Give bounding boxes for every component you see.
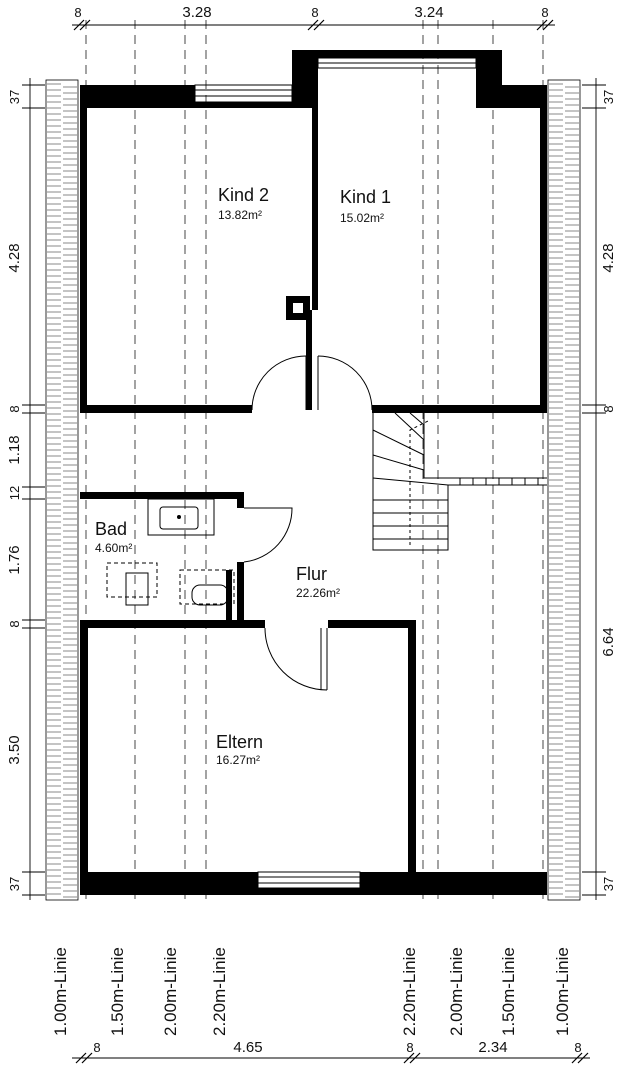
- roof-hatch-left: [45, 79, 79, 901]
- dim-left-8: 37: [7, 877, 22, 891]
- height-line-labels: 1.00m-Linie 1.50m-Linie 2.00m-Linie 2.20…: [51, 947, 572, 1036]
- staircase: [372, 412, 547, 551]
- height-line-label: 1.50m-Linie: [499, 947, 518, 1036]
- dim-top-4: 8: [541, 5, 548, 20]
- doors: [243, 355, 373, 691]
- dim-left-1: 4.28: [6, 243, 23, 272]
- height-line-label: 2.00m-Linie: [447, 947, 466, 1036]
- dim-left-2: 8: [7, 405, 22, 412]
- room-name-kind1: Kind 1: [340, 187, 391, 207]
- dim-bottom-2: 8: [406, 1040, 413, 1055]
- room-area-kind2: 13.82m²: [218, 208, 262, 222]
- dim-left-3: 1.18: [6, 435, 23, 464]
- height-line-label: 2.00m-Linie: [161, 947, 180, 1036]
- dim-right-0: 37: [601, 90, 616, 104]
- dimension-right: 37 4.28 8 6.64 37: [582, 78, 617, 900]
- dim-right-1: 4.28: [600, 243, 617, 272]
- dimension-bottom: 8 4.65 8 2.34 8: [72, 1039, 590, 1064]
- room-area-eltern: 16.27m²: [216, 753, 260, 767]
- dim-left-5: 1.76: [6, 545, 23, 574]
- dim-bottom-0: 8: [93, 1040, 100, 1055]
- room-name-bad: Bad: [95, 519, 127, 539]
- dim-top-3: 3.24: [414, 4, 443, 21]
- height-line-label: 1.00m-Linie: [553, 947, 572, 1036]
- dimension-top: 8 3.28 8 3.24 8: [72, 4, 555, 31]
- room-area-flur: 22.26m²: [296, 586, 340, 600]
- room-area-bad: 4.60m²: [95, 541, 132, 555]
- dim-bottom-1: 4.65: [233, 1039, 262, 1056]
- dim-bottom-4: 8: [574, 1040, 581, 1055]
- dim-top-0: 8: [74, 5, 81, 20]
- dim-right-4: 37: [601, 877, 616, 891]
- height-line-label: 2.20m-Linie: [210, 947, 229, 1036]
- roof-hatch-right: [547, 79, 581, 901]
- walls: [80, 50, 547, 895]
- dim-left-0: 37: [7, 90, 22, 104]
- dim-left-7: 3.50: [6, 735, 23, 764]
- height-line-label: 2.20m-Linie: [400, 947, 419, 1036]
- height-line-label: 1.00m-Linie: [51, 947, 70, 1036]
- windows: [194, 57, 477, 889]
- dim-top-2: 8: [311, 5, 318, 20]
- room-area-kind1: 15.02m²: [340, 211, 384, 225]
- bath-fixtures: [106, 498, 235, 622]
- dim-right-2: 8: [601, 405, 616, 412]
- room-name-flur: Flur: [296, 564, 327, 584]
- dim-right-3: 6.64: [600, 627, 617, 656]
- dim-top-1: 3.28: [182, 4, 211, 21]
- dim-left-4: 12: [7, 486, 22, 500]
- room-name-eltern: Eltern: [216, 732, 263, 752]
- dim-left-6: 8: [7, 620, 22, 627]
- height-line-label: 1.50m-Linie: [108, 947, 127, 1036]
- room-name-kind2: Kind 2: [218, 185, 269, 205]
- dim-bottom-3: 2.34: [478, 1039, 507, 1056]
- dimension-left: 37 4.28 8 1.18 12 1.76 8 3.50 37: [6, 78, 45, 900]
